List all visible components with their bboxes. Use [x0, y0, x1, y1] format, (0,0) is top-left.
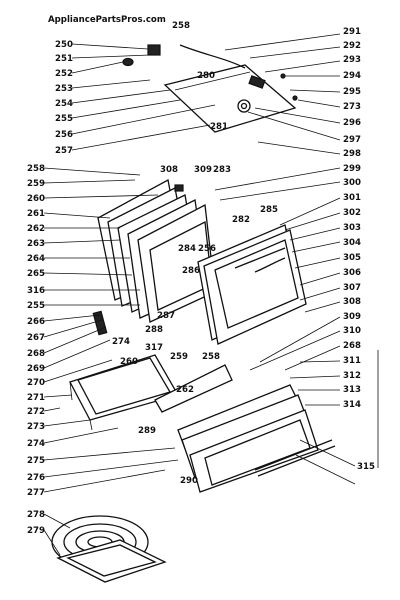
- part-label: 251: [55, 54, 73, 64]
- part-label: 294: [343, 71, 361, 81]
- part-label: 264: [27, 254, 45, 264]
- part-label: 309: [343, 312, 361, 322]
- leader-lines: [43, 33, 379, 556]
- part-label: 291: [343, 27, 361, 37]
- part-label: 295: [343, 87, 361, 97]
- part-label: 311: [343, 356, 361, 366]
- part-label: 302: [343, 208, 361, 218]
- part-label: 287: [157, 311, 175, 321]
- part-label: 274: [112, 337, 130, 347]
- part-label: 268: [343, 341, 361, 351]
- part-label: 253: [55, 84, 73, 94]
- part-label: 280: [197, 71, 215, 81]
- part-label: 289: [138, 426, 156, 436]
- part-label: 258: [172, 21, 190, 31]
- part-label: 288: [145, 325, 163, 335]
- part-label: 310: [343, 326, 361, 336]
- part-label: 298: [343, 149, 361, 159]
- lower-door-drawing: [177, 384, 336, 493]
- part-label: 277: [27, 488, 45, 498]
- part-label: 258: [27, 164, 45, 174]
- part-label: 267: [27, 333, 45, 343]
- part-label: 275: [27, 456, 45, 466]
- part-label: 263: [27, 239, 45, 249]
- part-label: 293: [343, 55, 361, 65]
- part-label: 285: [260, 205, 278, 215]
- part-label: 304: [343, 238, 361, 248]
- part-label: 255: [27, 301, 45, 311]
- part-label: 260: [120, 357, 138, 367]
- part-label: 313: [343, 385, 361, 395]
- part-label: 308: [343, 297, 361, 307]
- part-label: 301: [343, 193, 361, 203]
- part-label: 260: [27, 194, 45, 204]
- part-label: 297: [343, 135, 361, 145]
- part-label: 286: [182, 266, 200, 276]
- part-label: 262: [176, 385, 194, 395]
- part-label: 283: [213, 165, 231, 175]
- part-label: 270: [27, 378, 45, 388]
- part-label: 273: [343, 102, 361, 112]
- part-label: 314: [343, 400, 361, 410]
- part-label: 284: [178, 244, 196, 254]
- part-label: 299: [343, 164, 361, 174]
- drawer-drawing: [69, 310, 233, 431]
- part-label: 305: [343, 253, 361, 263]
- part-label: 268: [27, 349, 45, 359]
- part-label: 317: [145, 343, 163, 353]
- part-label: 278: [27, 510, 45, 520]
- part-label: 259: [27, 179, 45, 189]
- part-label: 259: [170, 352, 188, 362]
- part-label: 266: [27, 317, 45, 327]
- part-label: 303: [343, 223, 361, 233]
- part-label: 307: [343, 283, 361, 293]
- part-label: 308: [160, 165, 178, 175]
- part-label: 256: [198, 244, 216, 254]
- part-label: 254: [55, 99, 73, 109]
- part-label: 271: [27, 393, 45, 403]
- part-label: 281: [210, 122, 228, 132]
- part-labels: 250 251 252 253 254 255 256 257 258 259 …: [27, 21, 375, 536]
- part-label: 265: [27, 269, 45, 279]
- part-label: 258: [202, 352, 220, 362]
- part-label: 296: [343, 118, 361, 128]
- part-label: 279: [27, 526, 45, 536]
- part-label: 306: [343, 268, 361, 278]
- part-label: 315: [357, 462, 375, 472]
- part-label: 257: [55, 146, 73, 156]
- part-label: 316: [27, 286, 45, 296]
- part-label: 292: [343, 41, 361, 51]
- part-label: 276: [27, 473, 45, 483]
- part-label: 312: [343, 371, 361, 381]
- part-label: 269: [27, 364, 45, 374]
- burner-pan-drawing: [51, 515, 167, 583]
- part-label: 282: [232, 215, 250, 225]
- part-label: 256: [55, 130, 73, 140]
- part-label: 262: [27, 224, 45, 234]
- part-label: 290: [180, 476, 198, 486]
- oven-door-drawing: [97, 179, 216, 323]
- part-label: 250: [55, 40, 73, 50]
- part-label: 274: [27, 439, 45, 449]
- part-label: 272: [27, 407, 45, 417]
- top-panel-drawing: [122, 44, 298, 133]
- part-label: 255: [55, 114, 73, 124]
- watermark-text: AppliancePartsPros.com: [48, 15, 166, 25]
- part-label: 300: [343, 178, 361, 188]
- part-label: 261: [27, 209, 45, 219]
- part-label: 252: [55, 69, 73, 79]
- part-label: 273: [27, 422, 45, 432]
- main-door-drawing: [197, 224, 307, 345]
- part-label: 309: [194, 165, 212, 175]
